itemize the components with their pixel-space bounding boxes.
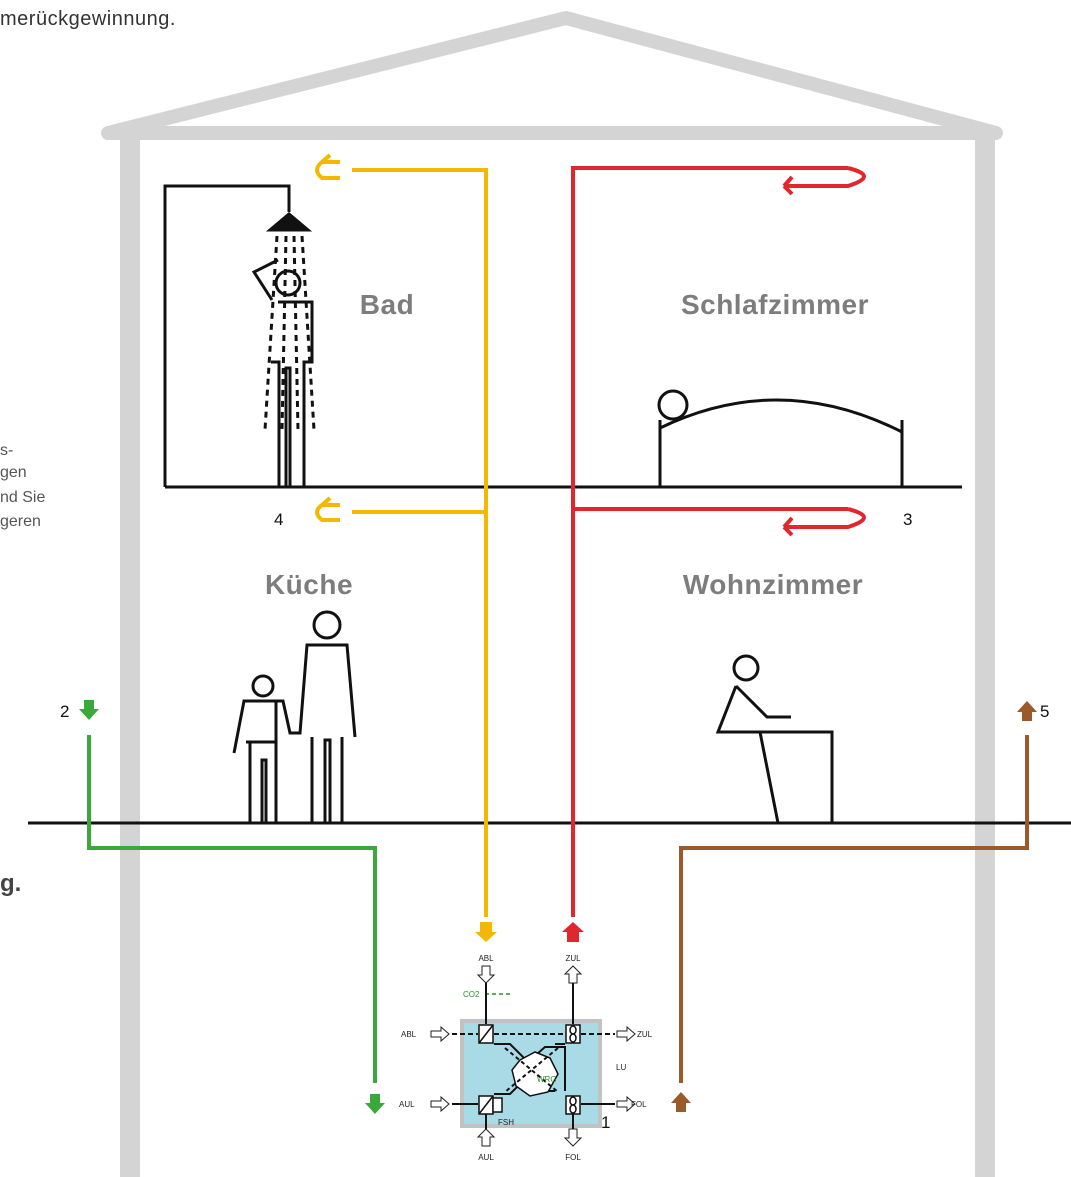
label-abl-top: ABL (478, 954, 494, 963)
label-wrg: WRG (537, 1075, 557, 1084)
intro-text-fragment: merückgewinnung. (0, 8, 176, 30)
exhaust-air-duct (315, 153, 488, 917)
outdoor-arrow-top (79, 700, 99, 720)
number-1: 1 (601, 1113, 610, 1132)
supply-up-arrow (562, 922, 584, 942)
side-text-line-3: gen (0, 464, 27, 481)
label-co2: CO2 (463, 990, 480, 999)
number-5: 5 (1040, 702, 1049, 721)
label-fol-bottom: FOL (565, 1153, 581, 1162)
exhaust-arrow-upper (315, 160, 340, 180)
number-4: 4 (274, 510, 283, 529)
house-outline (101, 11, 1003, 1177)
room-label-schlafzimmer: Schlafzimmer (681, 289, 869, 320)
supply-air-duct (571, 166, 866, 917)
ventilation-unit: ABL ZUL CO2 (399, 954, 653, 1162)
shower-icon (163, 184, 316, 489)
exhaust-out-duct (679, 735, 1029, 1083)
section-heading-fragment: g. (0, 870, 22, 897)
label-zul-right: ZUL (637, 1030, 653, 1039)
house-roof (101, 11, 1003, 140)
room-label-bad: Bad (360, 289, 414, 320)
side-text-line-5: geren (0, 513, 41, 530)
label-fsh: FSH (498, 1118, 514, 1127)
seated-person-icon (715, 654, 834, 825)
exit-arrow-bottom (671, 1092, 691, 1112)
label-abl-left: ABL (401, 1030, 417, 1039)
label-zul-top: ZUL (565, 954, 581, 963)
floor-lines (28, 485, 1071, 825)
bed-icon (657, 389, 904, 487)
supply-arrow-upper (784, 166, 866, 188)
outdoor-air-duct (87, 735, 377, 1083)
kitchen-people-icon (232, 610, 357, 825)
exit-arrow-right (1017, 701, 1037, 721)
side-text-line-4: nd Sie (0, 489, 46, 506)
outdoor-arrow-bottom (365, 1094, 385, 1114)
label-lu: LU (616, 1063, 626, 1072)
number-3: 3 (903, 510, 912, 529)
label-fol-right: FOL (631, 1100, 647, 1109)
room-label-kueche: Küche (265, 569, 353, 600)
exhaust-down-arrow (475, 922, 497, 942)
room-label-wohnzimmer: Wohnzimmer (683, 569, 863, 600)
number-2: 2 (60, 702, 69, 721)
supply-arrow-lower (784, 507, 866, 529)
label-aul-left: AUL (399, 1100, 415, 1109)
label-aul-bottom: AUL (478, 1153, 494, 1162)
exhaust-arrow-lower (315, 503, 340, 522)
side-text-line-2: s- (0, 442, 14, 459)
